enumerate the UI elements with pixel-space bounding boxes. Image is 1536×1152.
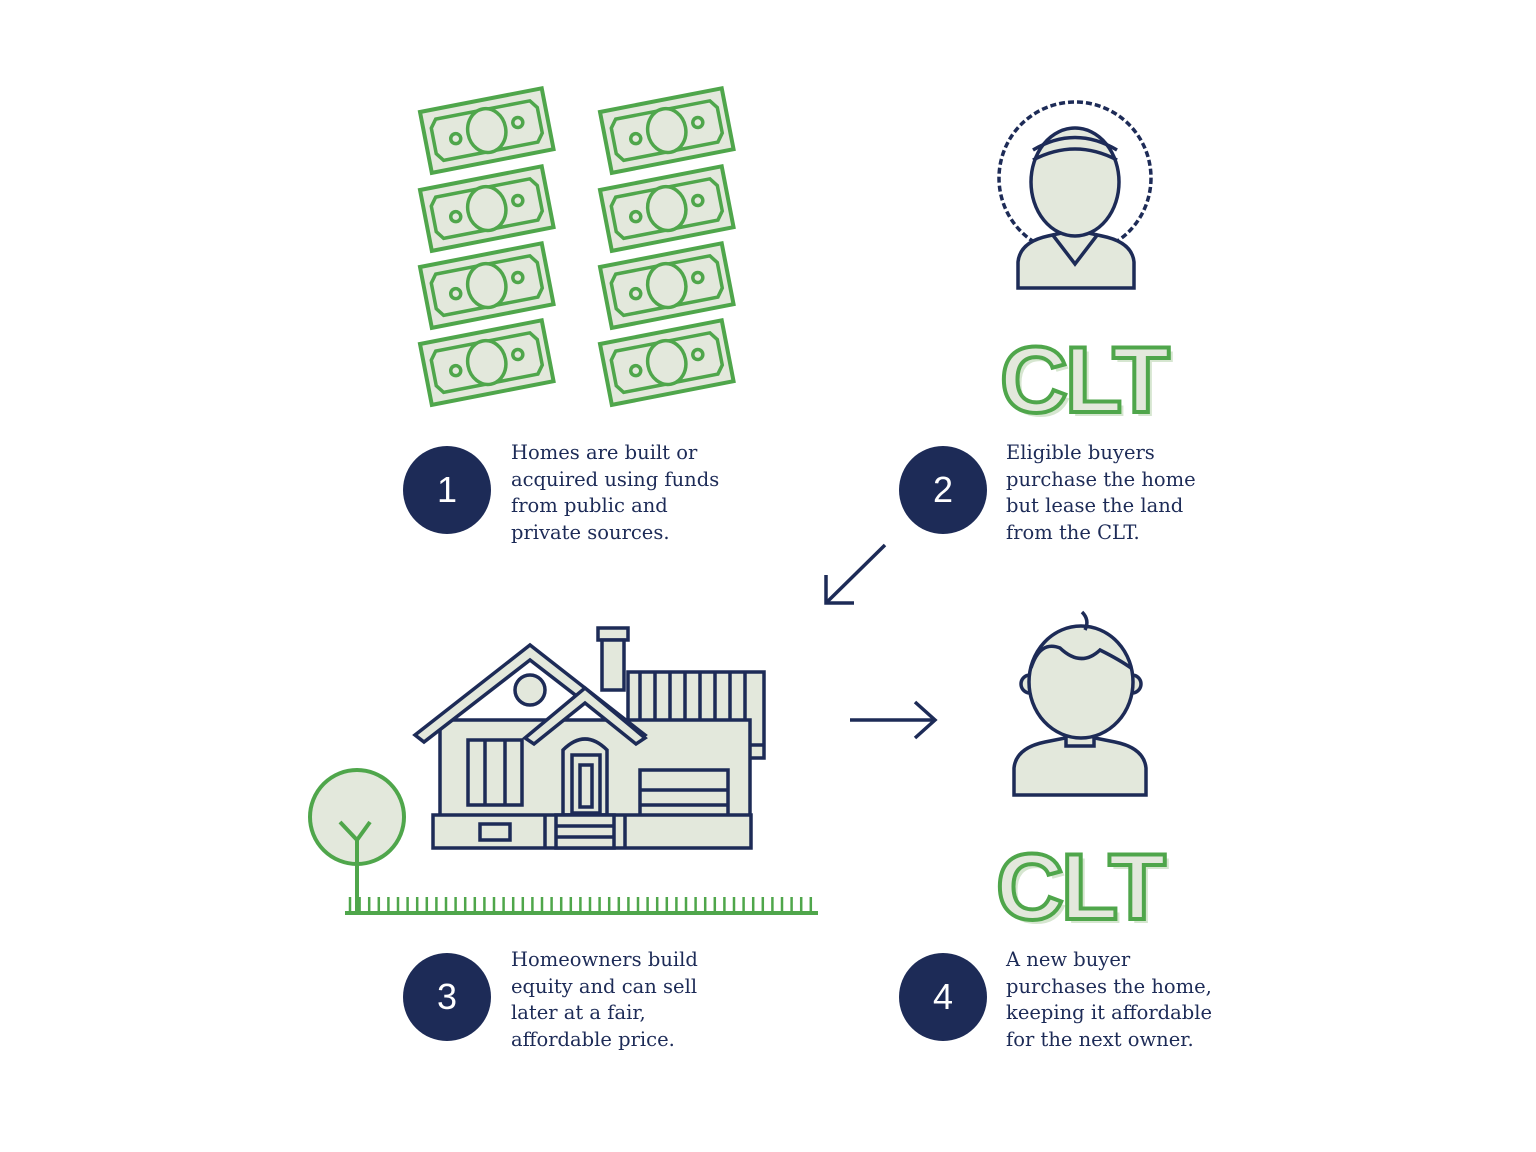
eligible-buyer-person-icon	[997, 100, 1153, 290]
clt-logo-text: CLT	[998, 327, 1172, 432]
dollar-bill-icon	[418, 241, 556, 330]
grass-icon	[345, 897, 818, 915]
step-number-badge: 2	[899, 446, 987, 534]
step-number-badge: 1	[403, 446, 491, 534]
step-description: A new buyer purchases the home, keeping …	[1006, 948, 1213, 1051]
money-bills-icon	[418, 86, 736, 407]
tree-icon	[308, 768, 406, 912]
dollar-bill-icon	[598, 241, 736, 330]
step-number-badge: 4	[899, 953, 987, 1041]
house-icon	[412, 626, 766, 850]
step-number-badge: 3	[403, 953, 491, 1041]
arrow-down-left-icon	[824, 543, 887, 605]
dollar-bill-icon	[418, 164, 556, 253]
arrow-right-icon	[850, 700, 938, 740]
step-description: Homeowners build equity and can sell lat…	[511, 948, 698, 1051]
step-description: Eligible buyers purchase the home but le…	[1006, 441, 1196, 544]
dollar-bill-icon	[598, 318, 736, 407]
dollar-bill-icon	[418, 318, 556, 407]
dollar-bill-icon	[598, 86, 736, 175]
dollar-bill-icon	[598, 164, 736, 253]
clt-logo-text: CLT	[994, 834, 1168, 939]
step-description: Homes are built or acquired using funds …	[511, 441, 720, 544]
dollar-bill-icon	[418, 86, 556, 175]
new-buyer-person-icon	[1012, 610, 1148, 797]
